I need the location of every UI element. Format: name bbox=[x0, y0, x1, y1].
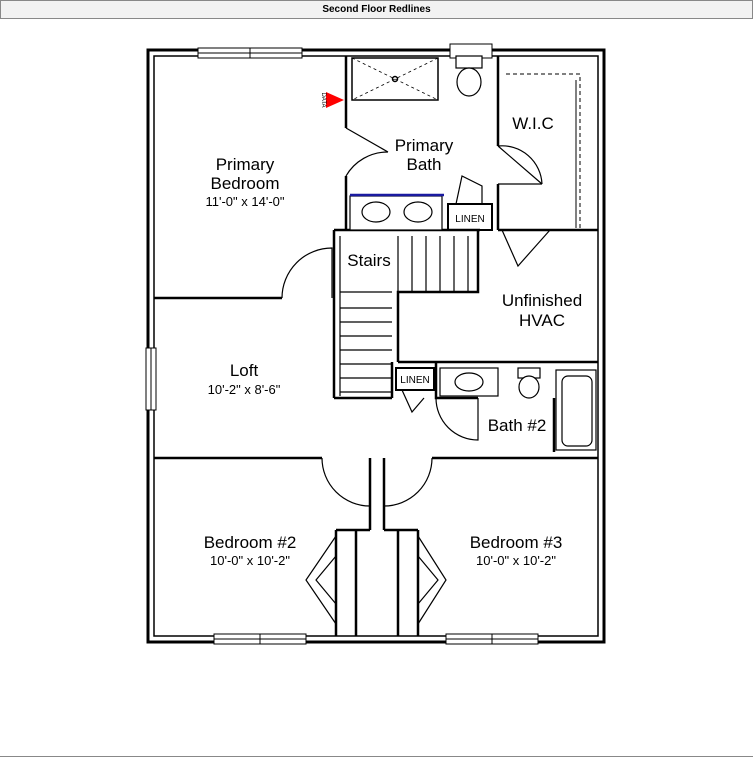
wic-shelf bbox=[506, 73, 581, 228]
shower-drain bbox=[391, 75, 399, 83]
door-swings bbox=[281, 127, 551, 625]
stairs-label: Stairs bbox=[347, 251, 390, 270]
door-bedroom2 bbox=[321, 457, 371, 507]
door-primary-bath bbox=[345, 127, 389, 177]
closet-door-bedroom3-inner bbox=[417, 555, 439, 605]
door-linen-upper bbox=[455, 175, 483, 205]
tub-basin-bath2 bbox=[561, 375, 593, 447]
closet-door-bedroom2 bbox=[305, 535, 337, 625]
wic-shelf-dashed bbox=[506, 73, 581, 228]
sink-bath2 bbox=[454, 372, 484, 392]
stair-treads-upper bbox=[397, 236, 469, 292]
bottom-divider bbox=[0, 756, 753, 757]
linen-upper-box bbox=[447, 203, 493, 231]
stair-treads-lower bbox=[340, 291, 392, 393]
closet-door-bedroom2-inner bbox=[315, 555, 337, 605]
data-marker: DATA bbox=[320, 92, 344, 108]
linen-lower-label: LINEN bbox=[400, 375, 429, 386]
loft-name: Loft bbox=[230, 361, 259, 380]
primary-bath-name-1: Primary bbox=[395, 136, 454, 155]
door-wic bbox=[497, 145, 543, 185]
door-bath2 bbox=[435, 397, 479, 441]
linen-lower-box bbox=[395, 367, 435, 391]
stairs-treads bbox=[339, 236, 469, 396]
toilet-bowl-bath2 bbox=[518, 375, 540, 399]
door-linen-lower bbox=[401, 389, 425, 414]
data-marker-triangle bbox=[326, 92, 344, 108]
loft-dims: 10'-2" x 8'-6" bbox=[208, 382, 281, 397]
exterior-outer-wall bbox=[146, 48, 606, 644]
bedroom2-dims: 10'-0" x 10'-2" bbox=[210, 553, 290, 568]
shower-enclosure bbox=[351, 57, 439, 101]
door-wic-arc bbox=[497, 145, 543, 185]
wall-closet-bedroom2 bbox=[334, 530, 358, 636]
bedroom3-dims: 10'-0" x 10'-2" bbox=[476, 553, 556, 568]
primary-bedroom-name-2: Bedroom bbox=[211, 174, 280, 193]
linen-upper bbox=[447, 203, 493, 231]
primary-bath-name-2: Bath bbox=[407, 155, 442, 174]
toilet-primary-bath bbox=[455, 55, 483, 97]
hvac-name-2: HVAC bbox=[519, 311, 565, 330]
hvac-name-1: Unfinished bbox=[502, 291, 582, 310]
exterior-walls bbox=[146, 48, 606, 644]
vanity-primary-bath bbox=[349, 193, 444, 231]
bath2-name: Bath #2 bbox=[488, 416, 547, 435]
door-bedroom3 bbox=[383, 457, 433, 507]
sink-primary-left bbox=[361, 201, 391, 223]
toilet-bowl-primary bbox=[456, 67, 482, 97]
primary-bedroom-dims: 11'-0" x 14'-0" bbox=[206, 194, 285, 209]
sink-primary-right bbox=[403, 201, 433, 223]
exterior-inner-wall bbox=[153, 55, 599, 637]
wall-stairs-hvac bbox=[396, 230, 480, 362]
wall-bedrooms-divider bbox=[368, 458, 386, 530]
toilet-tank-primary bbox=[455, 55, 483, 69]
primary-bedroom-name-1: Primary bbox=[216, 155, 275, 174]
closet-door-bedroom3 bbox=[417, 535, 447, 625]
door-loft-bedroom bbox=[281, 247, 333, 299]
linen-upper-label: LINEN bbox=[455, 214, 484, 225]
bedroom2-name: Bedroom #2 bbox=[204, 533, 297, 552]
shower bbox=[351, 57, 439, 101]
wic-name: W.I.C bbox=[512, 114, 554, 133]
bedroom3-name: Bedroom #3 bbox=[470, 533, 563, 552]
data-marker-label: DATA bbox=[320, 92, 326, 107]
shower-diagonals bbox=[351, 57, 439, 101]
bath2-fixtures bbox=[439, 367, 597, 451]
linen-lower bbox=[395, 367, 435, 391]
door-hvac bbox=[501, 229, 551, 268]
wall-closet-bedroom3 bbox=[396, 530, 420, 636]
